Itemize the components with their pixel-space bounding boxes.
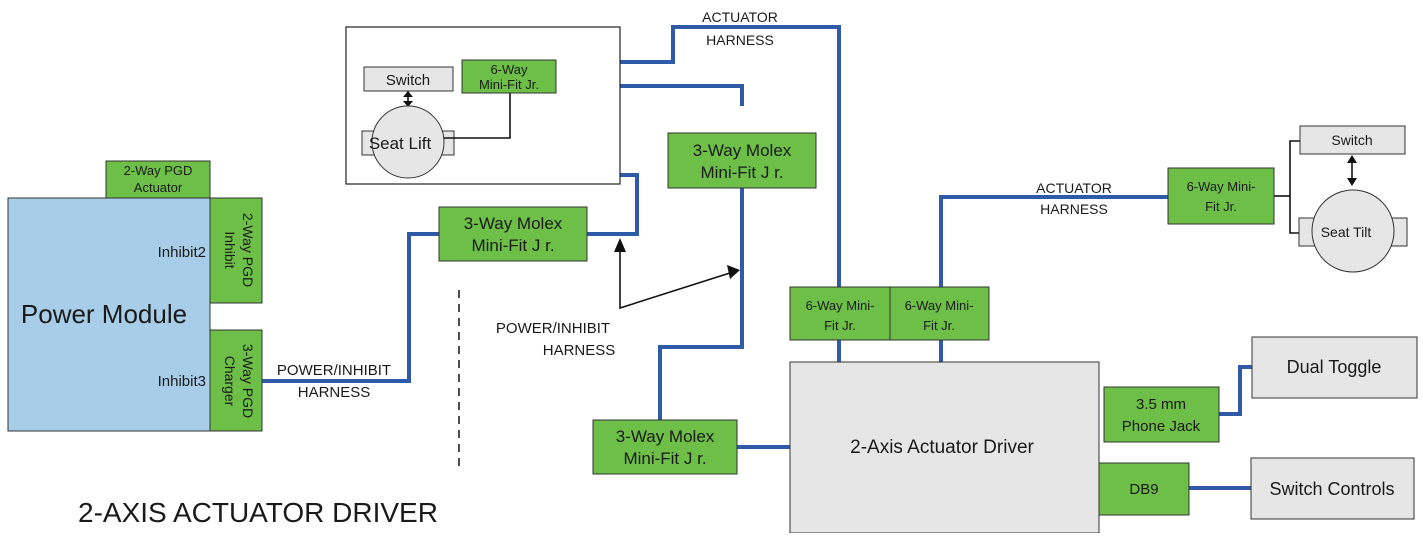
actuator-harness-top-line2: HARNESS (706, 32, 774, 48)
seat-tilt-switch-box (1299, 125, 1406, 155)
pgd-actuator-connector (105, 160, 211, 199)
harness-pointer-arrow-up-icon (614, 238, 626, 252)
molex-low-line1: 3-Way Molex (616, 427, 715, 446)
power-module-label: Power Module (21, 299, 187, 329)
power-inhibit-harness-center-line1: POWER/INHIBIT (496, 320, 610, 337)
wire-actuator-harness-right (939, 195, 1168, 287)
seat-lift-conn-line2: Mini-Fit Jr. (479, 77, 539, 92)
phone-jack-line2: Phone Jack (1122, 418, 1201, 435)
pgd-inhibit-line1: 2-Way PGD (240, 213, 256, 287)
wire-actuator-harness-top (620, 25, 841, 287)
pgd-actuator-line1: 2-Way PGD (124, 163, 193, 178)
wire-seatlift-to-molex-mid (620, 84, 744, 106)
wire-power-to-molex-top (262, 232, 439, 383)
molex-top-line1: 3-Way Molex (464, 214, 563, 233)
pgd-charger-line2: Charger (222, 356, 238, 407)
inhibit3-label: Inhibit3 (158, 373, 206, 390)
pgd-actuator-line2: Actuator (134, 180, 183, 195)
pgd-charger-connector (209, 329, 263, 432)
power-module-box (7, 197, 211, 432)
driver-conn-left-line1: 6-Way Mini- (806, 298, 875, 313)
seat-lift-arrow-up-icon (403, 91, 413, 97)
actuator-harness-right-line2: HARNESS (1040, 201, 1108, 217)
seat-lift-6way-connector (461, 59, 557, 94)
power-inhibit-harness-left-line2: HARNESS (298, 384, 371, 401)
pgd-charger-line1: 3-Way PGD (240, 344, 256, 418)
molex-mid-line2: Mini-Fit J r. (700, 163, 783, 182)
seat-tilt-6way-connector (1167, 167, 1275, 225)
driver-conn-right (889, 286, 990, 341)
seat-tilt-arrow-down-icon (1347, 178, 1357, 186)
actuator-driver-box (789, 361, 1100, 534)
db9-label: DB9 (1129, 481, 1158, 498)
wire-phonejack-to-toggle (1219, 365, 1252, 416)
pgd-inhibit-connector (209, 197, 263, 304)
inhibit2-label: Inhibit2 (158, 244, 206, 261)
seat-lift-motor-to-conn-line (444, 93, 511, 139)
switch-controls-box (1250, 457, 1415, 520)
molex-top-line2: Mini-Fit J r. (471, 236, 554, 255)
power-inhibit-harness-left-line1: POWER/INHIBIT (277, 362, 391, 379)
pgd-inhibit-line2: Inhibit (222, 231, 238, 268)
seat-lift-conn-line1: 6-Way (490, 62, 528, 77)
molex-top-connector (438, 206, 588, 262)
wire-molex-top-to-seatlift (587, 173, 639, 236)
seat-lift-switch-label: Switch (386, 72, 430, 89)
seat-tilt-switch-label: Switch (1331, 132, 1372, 148)
molex-low-line2: Mini-Fit J r. (623, 449, 706, 468)
seat-tilt-arrow-up-icon (1347, 155, 1357, 163)
seat-tilt-bracket-line (1289, 140, 1300, 234)
seat-tilt-conn-line1: 6-Way Mini- (1187, 179, 1256, 194)
phone-jack-connector (1103, 386, 1220, 443)
seat-lift-switch-box (363, 66, 454, 92)
harness-pointer-arrow-right-icon (727, 265, 740, 279)
driver-conn-right-line2: Fit Jr. (923, 318, 955, 333)
phone-jack-line1: 3.5 mm (1136, 396, 1186, 413)
seat-lift-motor (371, 105, 445, 179)
seat-lift-label: Seat Lift (369, 134, 432, 153)
dual-toggle-label: Dual Toggle (1287, 357, 1382, 377)
power-inhibit-harness-center-line2: HARNESS (543, 342, 616, 359)
driver-conn-left-line2: Fit Jr. (824, 318, 856, 333)
actuator-harness-top-line1: ACTUATOR (702, 9, 778, 25)
diagram-title: 2-AXIS ACTUATOR DRIVER (78, 497, 438, 528)
actuator-harness-right-line1: ACTUATOR (1036, 180, 1112, 196)
switch-controls-label: Switch Controls (1269, 479, 1394, 499)
seat-tilt-motor (1311, 189, 1395, 273)
molex-mid-line1: 3-Way Molex (693, 141, 792, 160)
dual-toggle-box (1251, 336, 1418, 399)
actuator-driver-label: 2-Axis Actuator Driver (850, 437, 1034, 458)
driver-conn-right-line1: 6-Way Mini- (905, 298, 974, 313)
db9-connector (1098, 462, 1190, 516)
molex-low-connector (592, 419, 738, 475)
seat-tilt-conn-line2: Fit Jr. (1205, 199, 1237, 214)
wire-molex-mid-to-low (658, 188, 744, 420)
molex-mid-connector (667, 132, 817, 189)
seat-tilt-label: Seat Tilt (1321, 224, 1372, 240)
harness-pointer-line (619, 248, 734, 310)
seat-lift-arrow-down-icon (403, 101, 413, 107)
